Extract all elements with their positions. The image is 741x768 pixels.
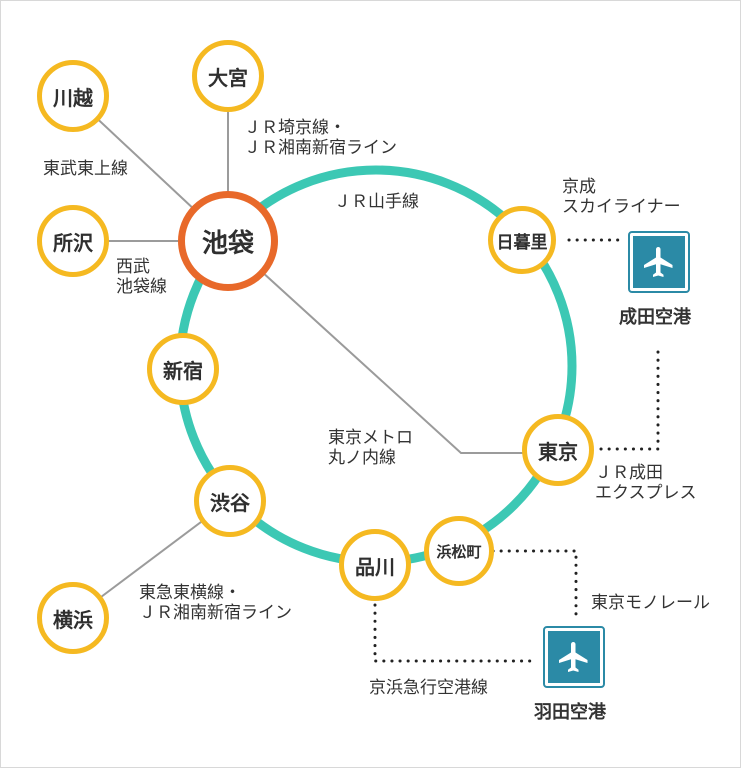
station-omiya[interactable]: 大宮 [192, 40, 264, 112]
label-yamanote-line: ＪＲ山手線 [334, 192, 419, 212]
label-narita-express: ＪＲ成田 エクスプレス [595, 463, 697, 503]
station-tokorozawa[interactable]: 所沢 [37, 205, 109, 277]
airplane-icon [559, 642, 588, 672]
narita-express-dotted-line [599, 344, 660, 451]
station-shinjuku[interactable]: 新宿 [147, 333, 219, 405]
narita-airport-box[interactable] [628, 231, 690, 293]
station-yokohama[interactable]: 横浜 [37, 582, 109, 654]
label-keisei-skyliner: 京成 スカイライナー [562, 177, 681, 217]
monorail-dotted-line [491, 549, 578, 617]
narita-airport-name: 成田空港 [619, 307, 691, 328]
haneda-airport-box[interactable] [543, 626, 605, 688]
station-tokyo[interactable]: 東京 [522, 414, 594, 486]
label-tokyo-monorail: 東京モノレール [591, 593, 710, 613]
haneda-airport-name: 羽田空港 [534, 702, 606, 723]
keikyu-dotted-line [373, 603, 533, 663]
station-shinagawa[interactable]: 品川 [339, 529, 411, 601]
station-nippori[interactable]: 日暮里 [488, 206, 556, 274]
label-keikyu-airport-line: 京浜急行空港線 [369, 678, 488, 698]
marunouchi-line [227, 240, 558, 454]
label-tobu-tojo-line: 東武東上線 [43, 159, 128, 179]
station-shibuya[interactable]: 渋谷 [194, 465, 266, 537]
station-ikebukuro[interactable]: 池袋 [178, 191, 278, 291]
label-seibu-ikebukuro-line: 西武 池袋線 [116, 257, 167, 297]
label-saikyo-line: ＪＲ埼京線・ ＪＲ湘南新宿ライン [244, 118, 397, 158]
station-kawagoe[interactable]: 川越 [37, 60, 109, 132]
airplane-icon [644, 247, 673, 277]
label-marunouchi-line: 東京メトロ 丸ノ内線 [328, 428, 413, 468]
label-tokyu-toyoko-line: 東急東横線・ ＪＲ湘南新宿ライン [139, 583, 292, 623]
station-hamamatsucho[interactable]: 浜松町 [424, 516, 494, 586]
